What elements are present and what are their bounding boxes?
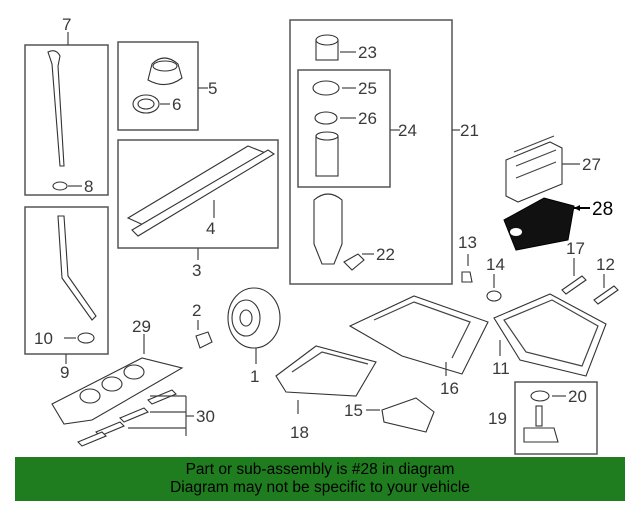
o-ring-8-part [52, 181, 68, 191]
o-ring-10-part [77, 332, 95, 344]
bolt-part [195, 320, 213, 349]
callout-30: 30 [196, 407, 215, 426]
callout-14: 14 [486, 255, 505, 274]
oil-cap-part [147, 57, 183, 86]
callout-12: 12 [596, 255, 615, 274]
oil-cooler-gasket-part-highlighted [503, 197, 575, 251]
callout-27: 27 [582, 155, 601, 174]
callout-29: 29 [132, 317, 151, 336]
callout-23: 23 [358, 43, 377, 62]
callout-28: 28 [592, 199, 613, 220]
callout-15: 15 [344, 401, 363, 420]
callout-3: 3 [192, 261, 201, 280]
sensor-22-part [343, 253, 365, 271]
callout-22: 22 [376, 245, 395, 264]
callout-6: 6 [172, 95, 181, 114]
sealant-tube-12-part [593, 285, 619, 305]
damper-pulley-part [227, 287, 281, 349]
drain-plug-part [461, 271, 473, 283]
oil-pan-part [493, 293, 607, 377]
dipstick-7-box [24, 44, 109, 196]
callout-7: 7 [62, 15, 71, 34]
oil-baffle-part [275, 345, 377, 397]
info-banner: Part or sub-assembly is #28 in diagram D… [15, 457, 625, 501]
filter-housing-part [313, 193, 343, 265]
filter-cap-part [315, 34, 339, 61]
sealant-tube-17-part [561, 275, 587, 295]
level-sensor-part [523, 405, 559, 443]
callout-9: 9 [60, 363, 69, 382]
cap-5-box [117, 41, 199, 131]
filter-element-part [315, 131, 339, 177]
callout-17: 17 [566, 239, 585, 258]
filter-housing-21-box [289, 19, 453, 285]
cap-seal-part [132, 94, 160, 114]
callout-18: 18 [290, 423, 309, 442]
callout-5: 5 [208, 79, 217, 98]
intake-gaskets-part [77, 389, 177, 447]
cover-15-part [381, 397, 435, 433]
dipstick-tube-part [57, 215, 97, 321]
intake-manifold-part [51, 357, 184, 425]
callout-21: 21 [460, 121, 479, 140]
callout-13: 13 [458, 233, 477, 252]
callout-11: 11 [492, 359, 510, 378]
callout-2: 2 [192, 301, 201, 320]
callout-16: 16 [440, 379, 459, 398]
banner-line-1: Part or sub-assembly is #28 in diagram [185, 461, 455, 478]
o-ring-20-part [530, 390, 550, 402]
o-ring-26-part [314, 111, 338, 125]
callout-1: 1 [250, 367, 259, 386]
callout-24: 24 [398, 121, 417, 140]
filter-kit-24-box [297, 69, 391, 188]
windage-tray-part [348, 295, 489, 375]
callout-26: 26 [358, 109, 377, 128]
callout-20: 20 [568, 387, 587, 406]
callout-25: 25 [358, 79, 377, 98]
callout-8: 8 [84, 177, 93, 196]
washer-part [486, 290, 502, 302]
callout-4: 4 [206, 219, 215, 238]
banner-line-2: Diagram may not be specific to your vehi… [170, 479, 470, 496]
level-sensor-19-box [514, 381, 598, 455]
oil-cooler-part [505, 135, 563, 203]
o-ring-25-part [312, 80, 340, 96]
dipstick-part [47, 50, 65, 167]
valve-cover-part [126, 145, 276, 237]
callout-10: 10 [34, 329, 53, 348]
callout-19: 19 [488, 409, 507, 428]
